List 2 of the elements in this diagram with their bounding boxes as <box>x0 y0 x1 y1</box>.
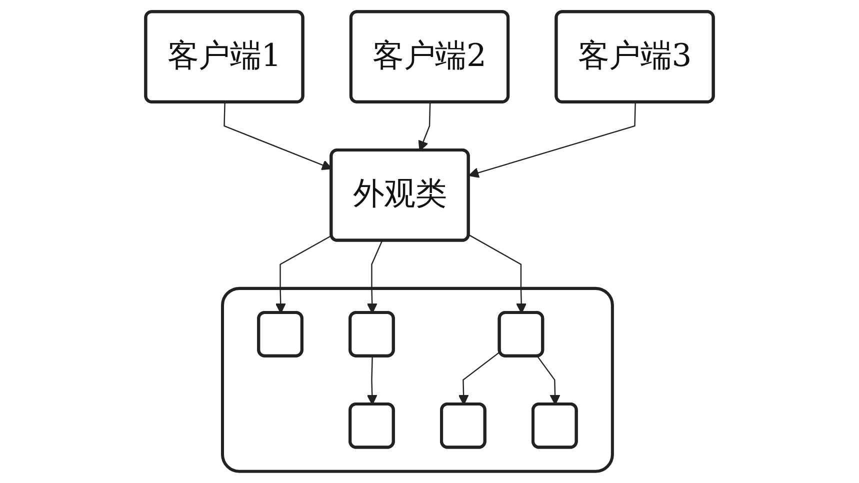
cluster <box>221 286 614 473</box>
arrow <box>468 102 636 178</box>
